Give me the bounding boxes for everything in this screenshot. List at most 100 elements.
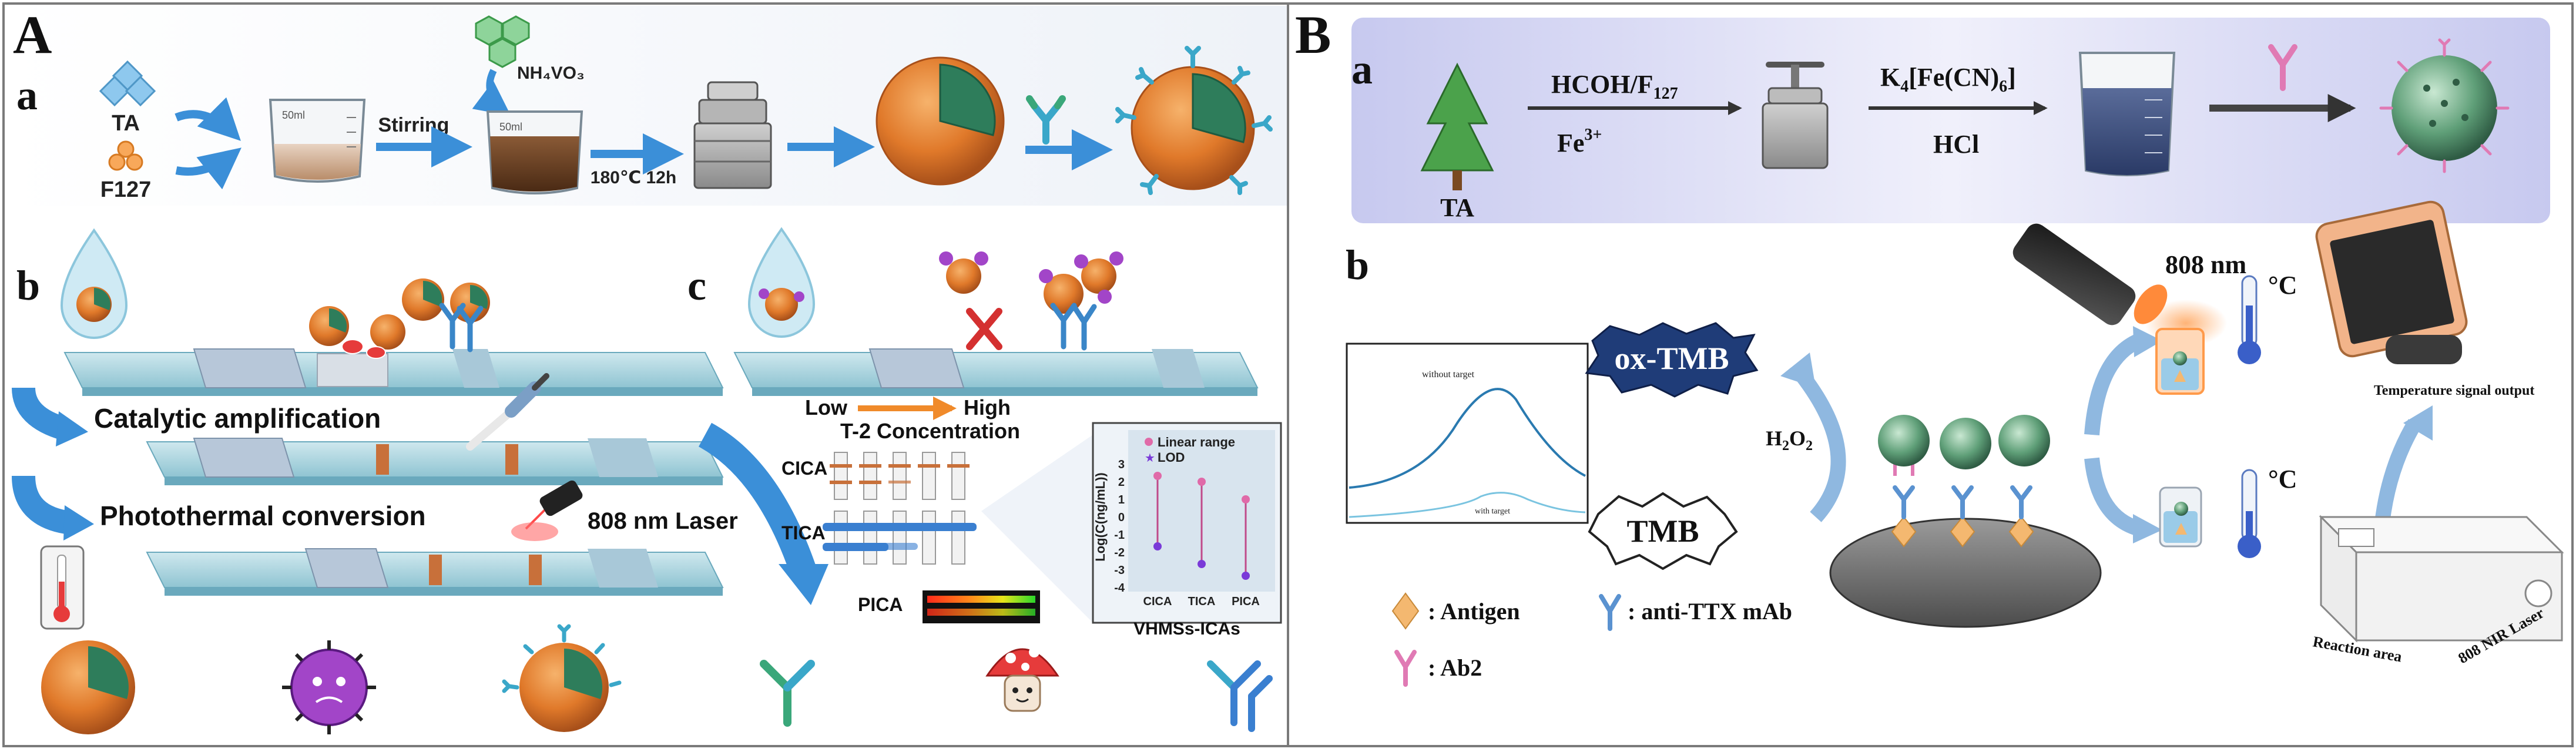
inset-y-label: Log(C(ng/mL)) — [1093, 472, 1108, 562]
inset-connector — [981, 435, 1093, 623]
arrow-to-cool-cuvette — [2084, 457, 2142, 536]
arrow-ta-to-beaker — [175, 97, 241, 141]
absorbance-frame — [1346, 343, 1589, 524]
inset-x-tick-1: TICA — [1188, 595, 1216, 608]
inset-range-point-2-0 — [1242, 495, 1250, 503]
inset-y-tick-6: -3 — [1114, 564, 1125, 577]
autoclave-icon — [693, 81, 772, 189]
subpanel-b-a-letter: a — [1351, 46, 1373, 93]
f127-label: F127 — [100, 177, 152, 202]
toxin-virus-icon — [282, 640, 376, 734]
inset-range-point-0-1 — [1153, 542, 1162, 550]
subpanel-c-letter: c — [687, 262, 706, 309]
h2o2-arrow-head — [1780, 352, 1816, 388]
conjugate-sphere-icon — [1115, 46, 1273, 195]
cica-strips — [830, 452, 970, 500]
autoclave-b-icon — [1762, 62, 1829, 169]
temp-unit-1: °C — [2268, 271, 2297, 300]
catalytic-amplification-label: Catalytic amplification — [94, 403, 381, 434]
curve-without-target — [1349, 388, 1586, 489]
pica-readout — [923, 590, 1040, 623]
ab2-antibody-icon — [2268, 44, 2297, 91]
ta-label: TA — [112, 111, 140, 136]
legend-lod: LOD — [1158, 450, 1185, 465]
arrow-b-down-1-head — [56, 411, 88, 446]
inset-range-point-0-0 — [1153, 472, 1162, 480]
arrow-device-to-phone-head — [2403, 405, 2433, 441]
arrow-c-down — [698, 422, 818, 580]
bottom-antibody-green-icon — [760, 660, 815, 727]
tica-strips — [823, 511, 977, 565]
antibody-icon — [1026, 95, 1066, 145]
detection-device-icon — [2319, 515, 2564, 643]
bottom-sphere-icon — [41, 640, 135, 734]
legend-linear-marker — [1145, 438, 1153, 446]
panel-a: A a TA F127 50ml Stirring — [2, 2, 1295, 747]
condition-label: 180℃ 12h — [591, 168, 676, 187]
step2-bottom-label: HCl — [1933, 130, 1979, 159]
inset-title: VHMSs-ICAs — [1133, 619, 1240, 639]
beaker-1-icon: 50ml — [269, 99, 366, 183]
high-label: High — [964, 395, 1011, 419]
arrow-to-heated-cuvette-head — [2133, 326, 2162, 357]
thermometer-icon — [40, 545, 85, 630]
cool-cuvette-icon — [2159, 486, 2202, 548]
b-ta-label: TA — [1440, 193, 1474, 222]
arrow-b-down-1 — [12, 387, 68, 441]
test-strip-2 — [146, 438, 724, 485]
ox-tmb-label: ox-TMB — [1615, 341, 1729, 376]
legend-antigen-label: : Antigen — [1428, 598, 1520, 625]
subpanel-a-letter: a — [16, 72, 38, 119]
inset-range-point-1-0 — [1198, 478, 1206, 486]
curve-with-target — [1349, 492, 1586, 518]
test-strip-3 — [146, 548, 724, 596]
panel-b: B a TA HCOH/F127 Fe3+ K4[Fe(CN)6] HCl — [1287, 2, 2574, 747]
wavelength-label: 808 nm — [2165, 250, 2246, 279]
ox-tmb-burst: ox-TMB — [1585, 322, 1759, 398]
bottom-conjugate-icon — [502, 624, 622, 732]
step1-top-label: HCOH/F127 — [1551, 70, 1678, 103]
svg-text:50ml: 50ml — [282, 109, 305, 121]
nh4vo3-label: NH₄VO₃ — [517, 63, 585, 83]
arrow-b-down-2 — [12, 475, 73, 535]
legend-ab2-label: : Ab2 — [1428, 654, 1482, 681]
inset-x-tick-0: CICA — [1143, 595, 1172, 608]
legend-antigen-icon — [1391, 592, 1420, 630]
temperature-output-label: Temperature signal output — [2374, 383, 2534, 398]
beaker-b-icon — [2078, 52, 2176, 176]
panel-b-banner — [1351, 18, 2550, 223]
functionalized-nanosphere-icon — [2379, 38, 2510, 173]
cica-label: CICA — [781, 458, 827, 479]
pipette-icon — [466, 373, 549, 451]
sample-drop-c-icon — [747, 227, 816, 338]
temp-unit-2: °C — [2268, 465, 2297, 494]
vhms-sphere-icon — [876, 56, 1005, 186]
legend-antittx-icon — [1599, 594, 1621, 631]
subpanel-b-letter: b — [16, 262, 40, 309]
strip-1-particles — [309, 278, 490, 359]
panel-a-letter: A — [13, 5, 52, 65]
legend-antittx-label: : anti-TTX mAb — [1628, 598, 1792, 625]
arrow-to-cool-cuvette-head — [2133, 514, 2162, 543]
absorbance-inset-chart: without target with target — [1346, 343, 1589, 524]
substrate-plate — [1829, 518, 2102, 628]
ta-crystals-icon — [99, 60, 156, 107]
panel-b-letter: B — [1295, 5, 1331, 65]
immobilized-complexes — [1878, 415, 2050, 548]
inset-y-tick-5: -2 — [1114, 546, 1125, 559]
stirring-label: Stirring — [378, 114, 450, 136]
bottom-antibody-blue-icon — [1207, 660, 1273, 732]
arrow-c-down-head — [779, 564, 829, 605]
strip-c-particles — [939, 251, 1123, 351]
photothermal-conversion-label: Photothermal conversion — [100, 501, 426, 531]
arrow-nh4vo3 — [472, 69, 511, 116]
h2o2-label: H2O2 — [1766, 427, 1813, 454]
smartphone-icon — [2315, 200, 2468, 364]
laser-icon — [511, 480, 583, 541]
inset-range-point-1-1 — [1198, 560, 1206, 568]
with-target-label: with target — [1475, 507, 1510, 516]
tmb-burst: TMB — [1588, 492, 1738, 570]
